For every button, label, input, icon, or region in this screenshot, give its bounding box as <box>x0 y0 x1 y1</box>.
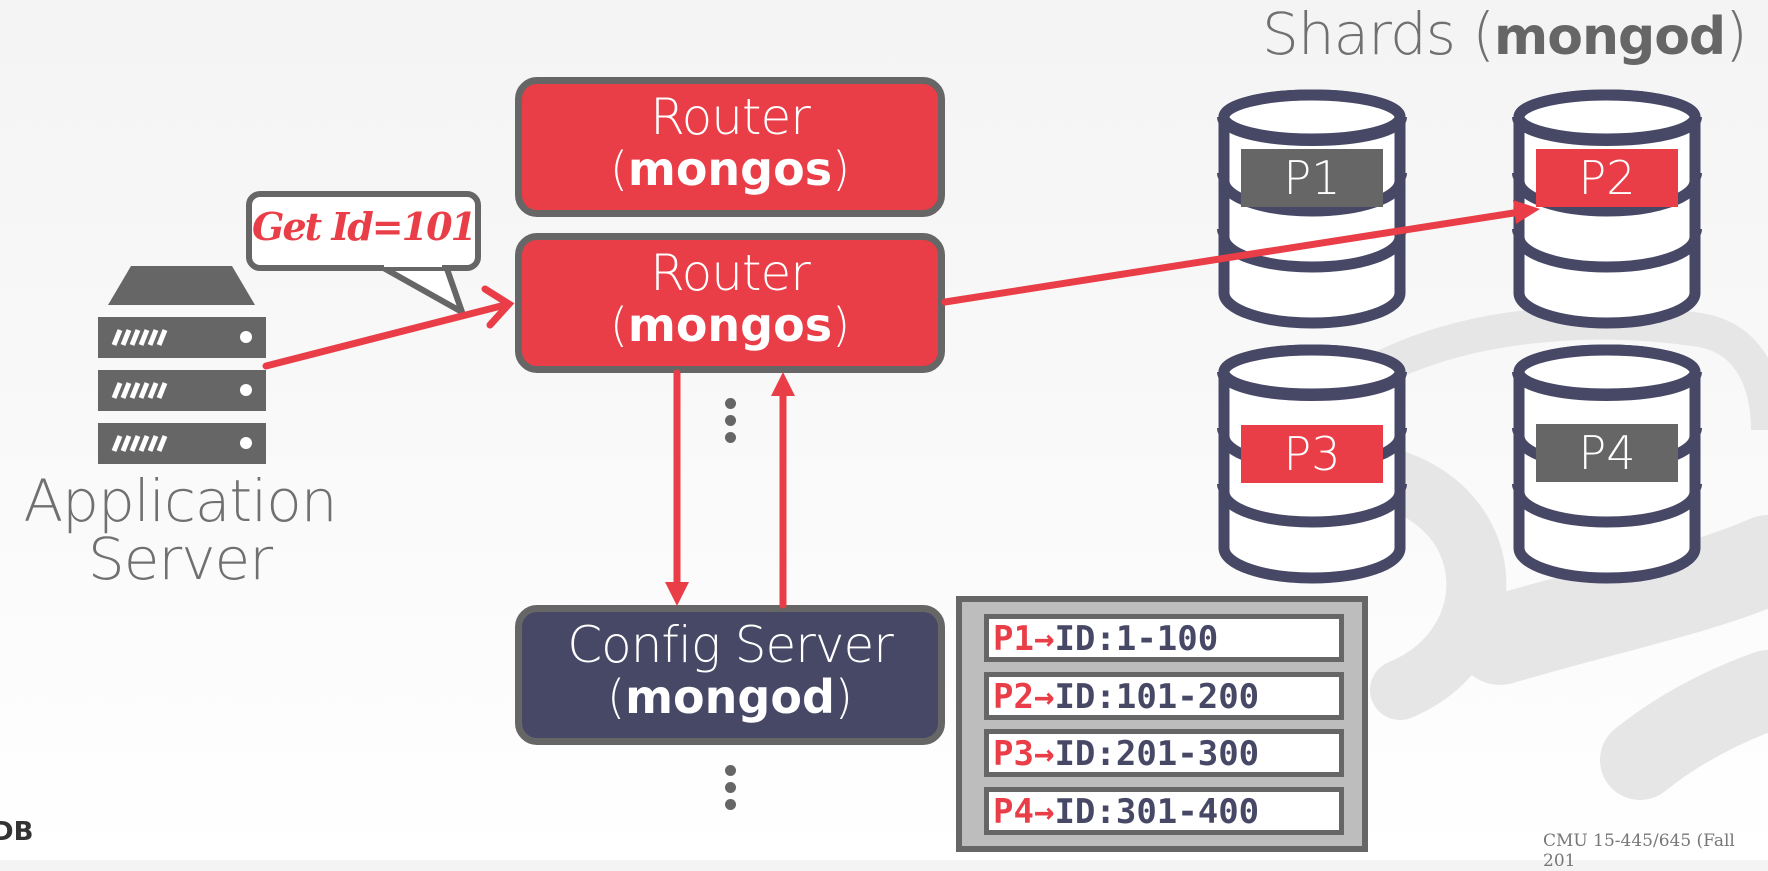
bubble-tail-joint <box>384 259 442 267</box>
table-row: P2→ID:101-200 <box>984 672 1344 720</box>
router-process: (mongos) <box>609 298 851 352</box>
disk-top <box>1218 89 1406 145</box>
more-routers-ellipsis <box>725 398 736 449</box>
shard-label-p2: P2 <box>1536 149 1678 207</box>
router-box-1[interactable]: Router (mongos) <box>515 77 945 217</box>
app-to-router-arrow <box>262 301 509 370</box>
disk-top <box>1513 89 1701 145</box>
more-config-ellipsis <box>725 765 736 816</box>
config-server-label: Config Server <box>567 616 894 674</box>
router-to-shard-arrowhead <box>1513 200 1540 224</box>
disk-top <box>1513 344 1701 400</box>
shards-title: Shards (mongod) <box>1262 0 1748 68</box>
partition-table: P1→ID:1-100 P2→ID:101-200 P3→ID:201-300 … <box>956 596 1368 852</box>
disk-top <box>1218 344 1406 400</box>
router-box-2[interactable]: Router (mongos) <box>515 233 945 373</box>
router-label: Router <box>650 88 811 146</box>
table-row: P3→ID:201-300 <box>984 729 1344 777</box>
router-process: (mongos) <box>609 142 851 196</box>
shard-label-p1: P1 <box>1241 149 1383 207</box>
shard-label-p4: P4 <box>1536 424 1678 482</box>
query-bubble: Get Id=101 <box>246 191 481 271</box>
footer-course: CMU 15-445/645 (Fall 201 <box>1543 831 1735 871</box>
config-server-process: (mongod) <box>607 670 853 724</box>
config-server-box[interactable]: Config Server (mongod) <box>515 605 945 745</box>
logo: DB <box>0 817 34 847</box>
table-row: P1→ID:1-100 <box>984 614 1344 662</box>
app-to-router-arrowhead <box>481 285 515 329</box>
app-server-label: Application Server <box>23 467 337 593</box>
shard-label-p3: P3 <box>1241 425 1383 483</box>
config-to-router-arrowhead <box>771 372 795 396</box>
router-to-config-arrowhead <box>665 582 689 606</box>
router-to-shard-arrow <box>941 208 1524 306</box>
router-label: Router <box>650 244 811 302</box>
table-row: P4→ID:301-400 <box>984 787 1344 835</box>
